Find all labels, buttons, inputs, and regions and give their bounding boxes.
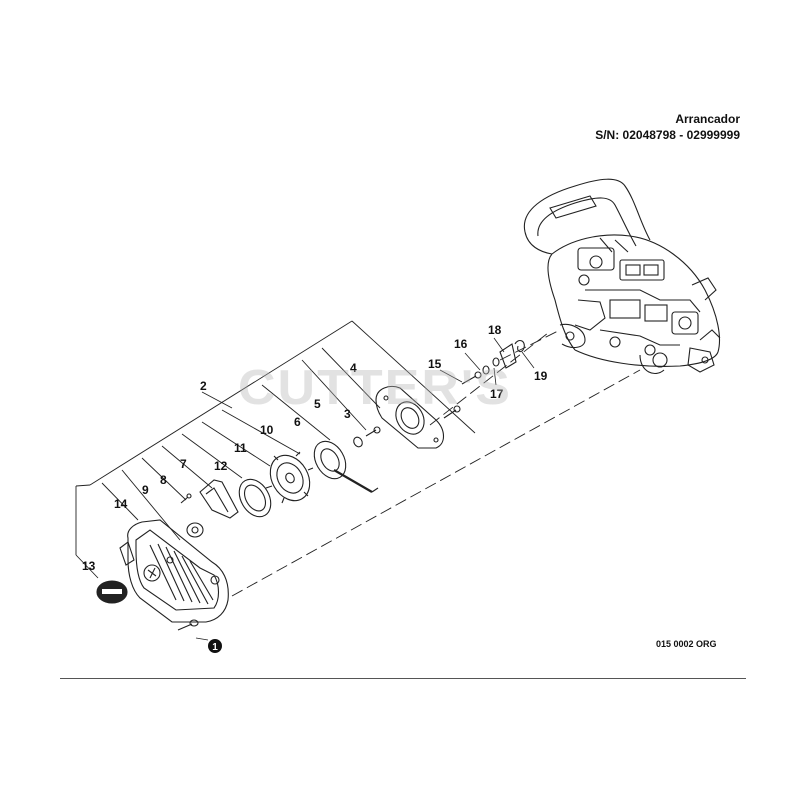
small-fasteners bbox=[461, 339, 525, 385]
starter-reel bbox=[265, 451, 314, 504]
callout-7: 7 bbox=[180, 457, 187, 471]
washer-and-bolt bbox=[353, 426, 381, 448]
callout-13: 13 bbox=[82, 559, 96, 573]
pin-part bbox=[180, 493, 192, 504]
callout-17: 17 bbox=[490, 387, 504, 401]
callout-16: 16 bbox=[454, 337, 468, 351]
callout-11: 11 bbox=[234, 441, 247, 455]
alignment-axis bbox=[231, 329, 641, 597]
callout-18: 18 bbox=[488, 323, 502, 337]
diagram-title: Arrancador bbox=[675, 112, 740, 126]
callout-15: 15 bbox=[428, 357, 442, 371]
watermark: CUTTER'S bbox=[238, 360, 512, 416]
pulley-grip bbox=[186, 522, 204, 538]
callout-12: 12 bbox=[214, 459, 228, 473]
callout-10: 10 bbox=[260, 423, 274, 437]
callout-6: 6 bbox=[294, 415, 301, 429]
callout-leaders bbox=[195, 337, 535, 641]
spring-ring bbox=[238, 478, 272, 518]
rope-pulley bbox=[313, 440, 379, 493]
mounting-plate bbox=[375, 385, 461, 449]
callout-1-badge: 1 bbox=[208, 639, 222, 653]
callout-3: 3 bbox=[344, 407, 351, 421]
callout-5: 5 bbox=[314, 397, 321, 411]
serial-range: S/N: 02048798 - 02999999 bbox=[595, 128, 740, 142]
drawing-code: 015 0002 ORG bbox=[656, 639, 717, 649]
callout-14: 14 bbox=[114, 497, 128, 511]
starter-cover-housing bbox=[119, 519, 229, 623]
callout-19: 19 bbox=[534, 369, 548, 383]
starter-handle bbox=[199, 479, 239, 519]
callout-1: 1 bbox=[212, 642, 218, 653]
cover-screw bbox=[177, 619, 199, 631]
callout-8: 8 bbox=[160, 473, 167, 487]
chainsaw-body bbox=[523, 178, 721, 374]
footer-divider bbox=[60, 678, 746, 679]
callout-4: 4 bbox=[350, 361, 357, 375]
callout-9: 9 bbox=[142, 483, 149, 497]
callout-2: 2 bbox=[200, 379, 207, 393]
decal-disc bbox=[96, 580, 128, 604]
assembly-leader-frame bbox=[75, 320, 476, 579]
